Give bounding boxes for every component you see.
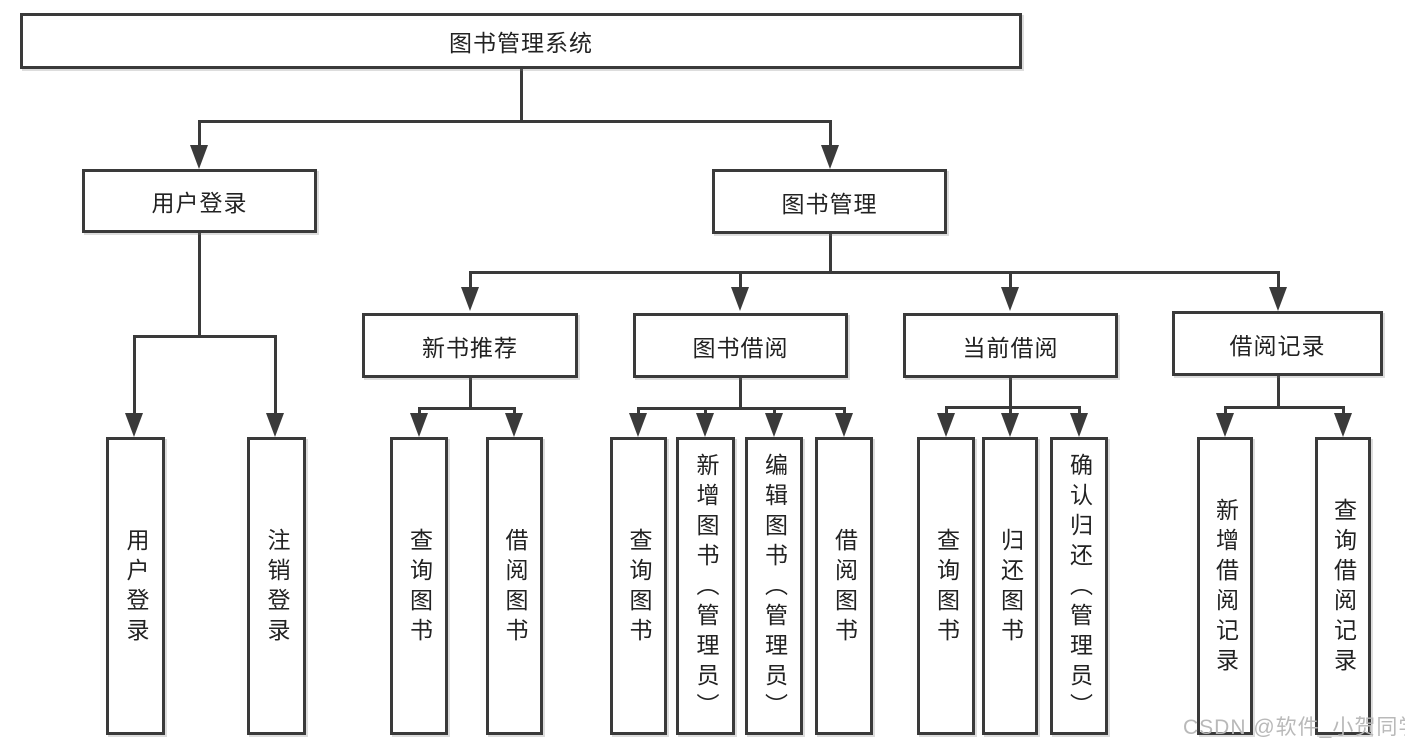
leaf-bookborrow-query: 查询图书: [610, 437, 667, 735]
leaf-records-add-label: 新增借阅记录: [1212, 498, 1239, 678]
connector-drop: [945, 406, 948, 417]
leaf-currentborrow-confirm-label: 确认归还（管理员）: [1066, 453, 1093, 723]
leaf-records-add: 新增借阅记录: [1197, 437, 1253, 735]
connector-userlogin-hbar: [133, 335, 277, 338]
watermark: CSDN @软件_小贺同学: [1183, 716, 1405, 739]
arrowhead-icon: [1334, 413, 1352, 437]
arrowhead-icon: [125, 413, 143, 437]
node-root-label: 图书管理系统: [449, 30, 593, 56]
leaf-newbooks-query-label: 查询图书: [406, 528, 433, 648]
arrowhead-icon: [266, 413, 284, 437]
leaf-newbooks-borrow-label: 借阅图书: [502, 528, 528, 648]
node-user-login: 用户登录: [82, 169, 317, 233]
node-borrow-records: 借阅记录: [1172, 311, 1383, 376]
connector-borrowrecords-stem: [1277, 376, 1280, 406]
node-new-books-label: 新书推荐: [422, 334, 518, 361]
connector-drop: [829, 120, 832, 149]
arrowhead-icon: [1001, 413, 1019, 437]
node-borrow-records-label: 借阅记录: [1229, 332, 1326, 359]
arrowhead-icon: [190, 145, 208, 169]
leaf-logout: 注销登录: [247, 437, 306, 735]
connector-bookborrow-stem: [739, 378, 742, 407]
connector-newbooks-stem: [469, 378, 472, 407]
connector-bookborrow-hbar: [637, 407, 846, 410]
connector-currentborrow-hbar: [945, 406, 1081, 409]
connector-newbooks-hbar: [418, 407, 516, 410]
connector-bookmgmt-stem: [829, 234, 832, 271]
arrowhead-icon: [410, 413, 428, 437]
leaf-currentborrow-query: 查询图书: [917, 437, 975, 735]
node-book-borrow-label: 图书借阅: [692, 334, 789, 361]
connector-root-hbar: [198, 120, 832, 123]
leaf-currentborrow-return: 归还图书: [982, 437, 1038, 735]
connector-drop: [469, 271, 472, 291]
arrowhead-icon: [821, 145, 839, 169]
connector-drop: [773, 407, 776, 417]
connector-drop: [1224, 406, 1227, 417]
connector-drop: [843, 407, 846, 417]
arrowhead-icon: [1216, 413, 1234, 437]
connector-drop: [637, 407, 640, 417]
leaf-bookborrow-query-label: 查询图书: [626, 528, 652, 648]
arrowhead-icon: [1070, 413, 1088, 437]
node-new-books: 新书推荐: [362, 313, 578, 378]
leaf-bookborrow-edit: 编辑图书（管理员）: [745, 437, 803, 735]
connector-drop: [418, 407, 421, 417]
leaf-user-login: 用户登录: [106, 437, 165, 735]
leaf-logout-label: 注销登录: [264, 528, 290, 648]
leaf-bookborrow-add: 新增图书（管理员）: [676, 437, 735, 735]
connector-drop: [274, 335, 277, 417]
arrowhead-icon: [696, 413, 714, 437]
leaf-records-query: 查询借阅记录: [1315, 437, 1371, 735]
leaf-bookborrow-borrow-label: 借阅图书: [831, 528, 858, 648]
leaf-bookborrow-edit-label: 编辑图书（管理员）: [761, 453, 788, 723]
leaf-newbooks-borrow: 借阅图书: [486, 437, 543, 735]
connector-drop: [704, 407, 707, 417]
connector-drop: [739, 271, 742, 291]
leaf-bookborrow-borrow: 借阅图书: [815, 437, 873, 735]
connector-userlogin-stem: [198, 233, 201, 335]
connector-drop: [1342, 406, 1345, 417]
arrowhead-icon: [731, 287, 749, 311]
connector-drop: [133, 335, 136, 417]
leaf-currentborrow-query-label: 查询图书: [933, 528, 960, 648]
arrowhead-icon: [505, 413, 523, 437]
node-current-borrow-label: 当前借阅: [962, 334, 1059, 361]
connector-drop: [198, 120, 201, 149]
arrowhead-icon: [629, 413, 647, 437]
connector-currentborrow-stem: [1009, 378, 1012, 406]
arrowhead-icon: [461, 287, 479, 311]
arrowhead-icon: [937, 413, 955, 437]
leaf-records-query-label: 查询借阅记录: [1330, 498, 1357, 678]
connector-root-stem: [520, 69, 523, 120]
connector-borrowrecords-hbar: [1224, 406, 1345, 409]
connector-drop: [1009, 406, 1012, 417]
arrowhead-icon: [835, 413, 853, 437]
arrowhead-icon: [765, 413, 783, 437]
connector-drop: [513, 407, 516, 417]
node-book-mgmt-label: 图书管理: [781, 190, 878, 217]
connector-drop: [1078, 406, 1081, 417]
node-book-mgmt: 图书管理: [712, 169, 947, 234]
leaf-currentborrow-confirm: 确认归还（管理员）: [1050, 437, 1108, 735]
leaf-currentborrow-return-label: 归还图书: [997, 528, 1024, 648]
leaf-user-login-label: 用户登录: [123, 528, 149, 648]
connector-level3-hbar: [469, 271, 1280, 274]
connector-drop: [1009, 271, 1012, 291]
node-user-login-label: 用户登录: [151, 190, 248, 216]
node-current-borrow: 当前借阅: [903, 313, 1118, 378]
node-root: 图书管理系统: [20, 13, 1022, 69]
leaf-bookborrow-add-label: 新增图书（管理员）: [693, 453, 719, 723]
connector-drop: [1277, 271, 1280, 291]
leaf-newbooks-query: 查询图书: [390, 437, 448, 735]
node-book-borrow: 图书借阅: [633, 313, 848, 378]
arrowhead-icon: [1269, 287, 1287, 311]
arrowhead-icon: [1001, 287, 1019, 311]
